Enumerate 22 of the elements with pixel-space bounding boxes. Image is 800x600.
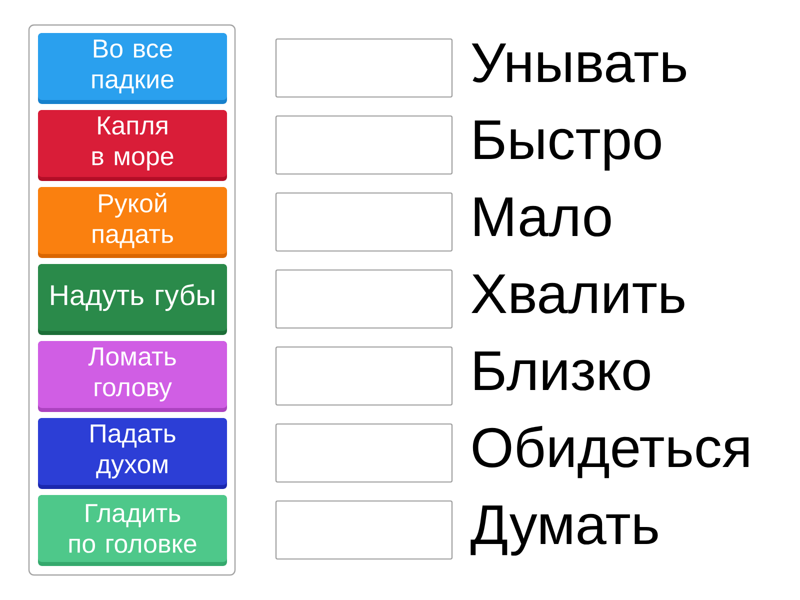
word-tile: Рукой падать xyxy=(38,187,227,258)
word-tile: Гладить по головке xyxy=(38,495,227,566)
word: Думать xyxy=(470,506,658,556)
answer-box xyxy=(275,192,453,252)
word: Хвалить xyxy=(472,274,684,314)
answer-box xyxy=(275,38,453,98)
answer-box xyxy=(275,115,453,175)
word-tile: Капля в море xyxy=(38,110,227,181)
word-tile: Во все падкие xyxy=(38,33,227,104)
panel xyxy=(28,24,236,576)
word: Близко xyxy=(474,351,650,391)
word: Мало xyxy=(474,197,611,237)
word: Унывать xyxy=(472,43,686,83)
word-tile: Надуть губы xyxy=(38,264,227,335)
word-tile: Падать духом xyxy=(38,418,227,489)
word: Обидеться xyxy=(472,426,748,478)
answer-box xyxy=(275,346,453,406)
answer-box xyxy=(275,269,453,329)
answer-box xyxy=(275,423,453,483)
word: Быстро xyxy=(474,120,661,171)
answer-box xyxy=(275,500,453,560)
word-tile: Ломать голову xyxy=(38,341,227,412)
